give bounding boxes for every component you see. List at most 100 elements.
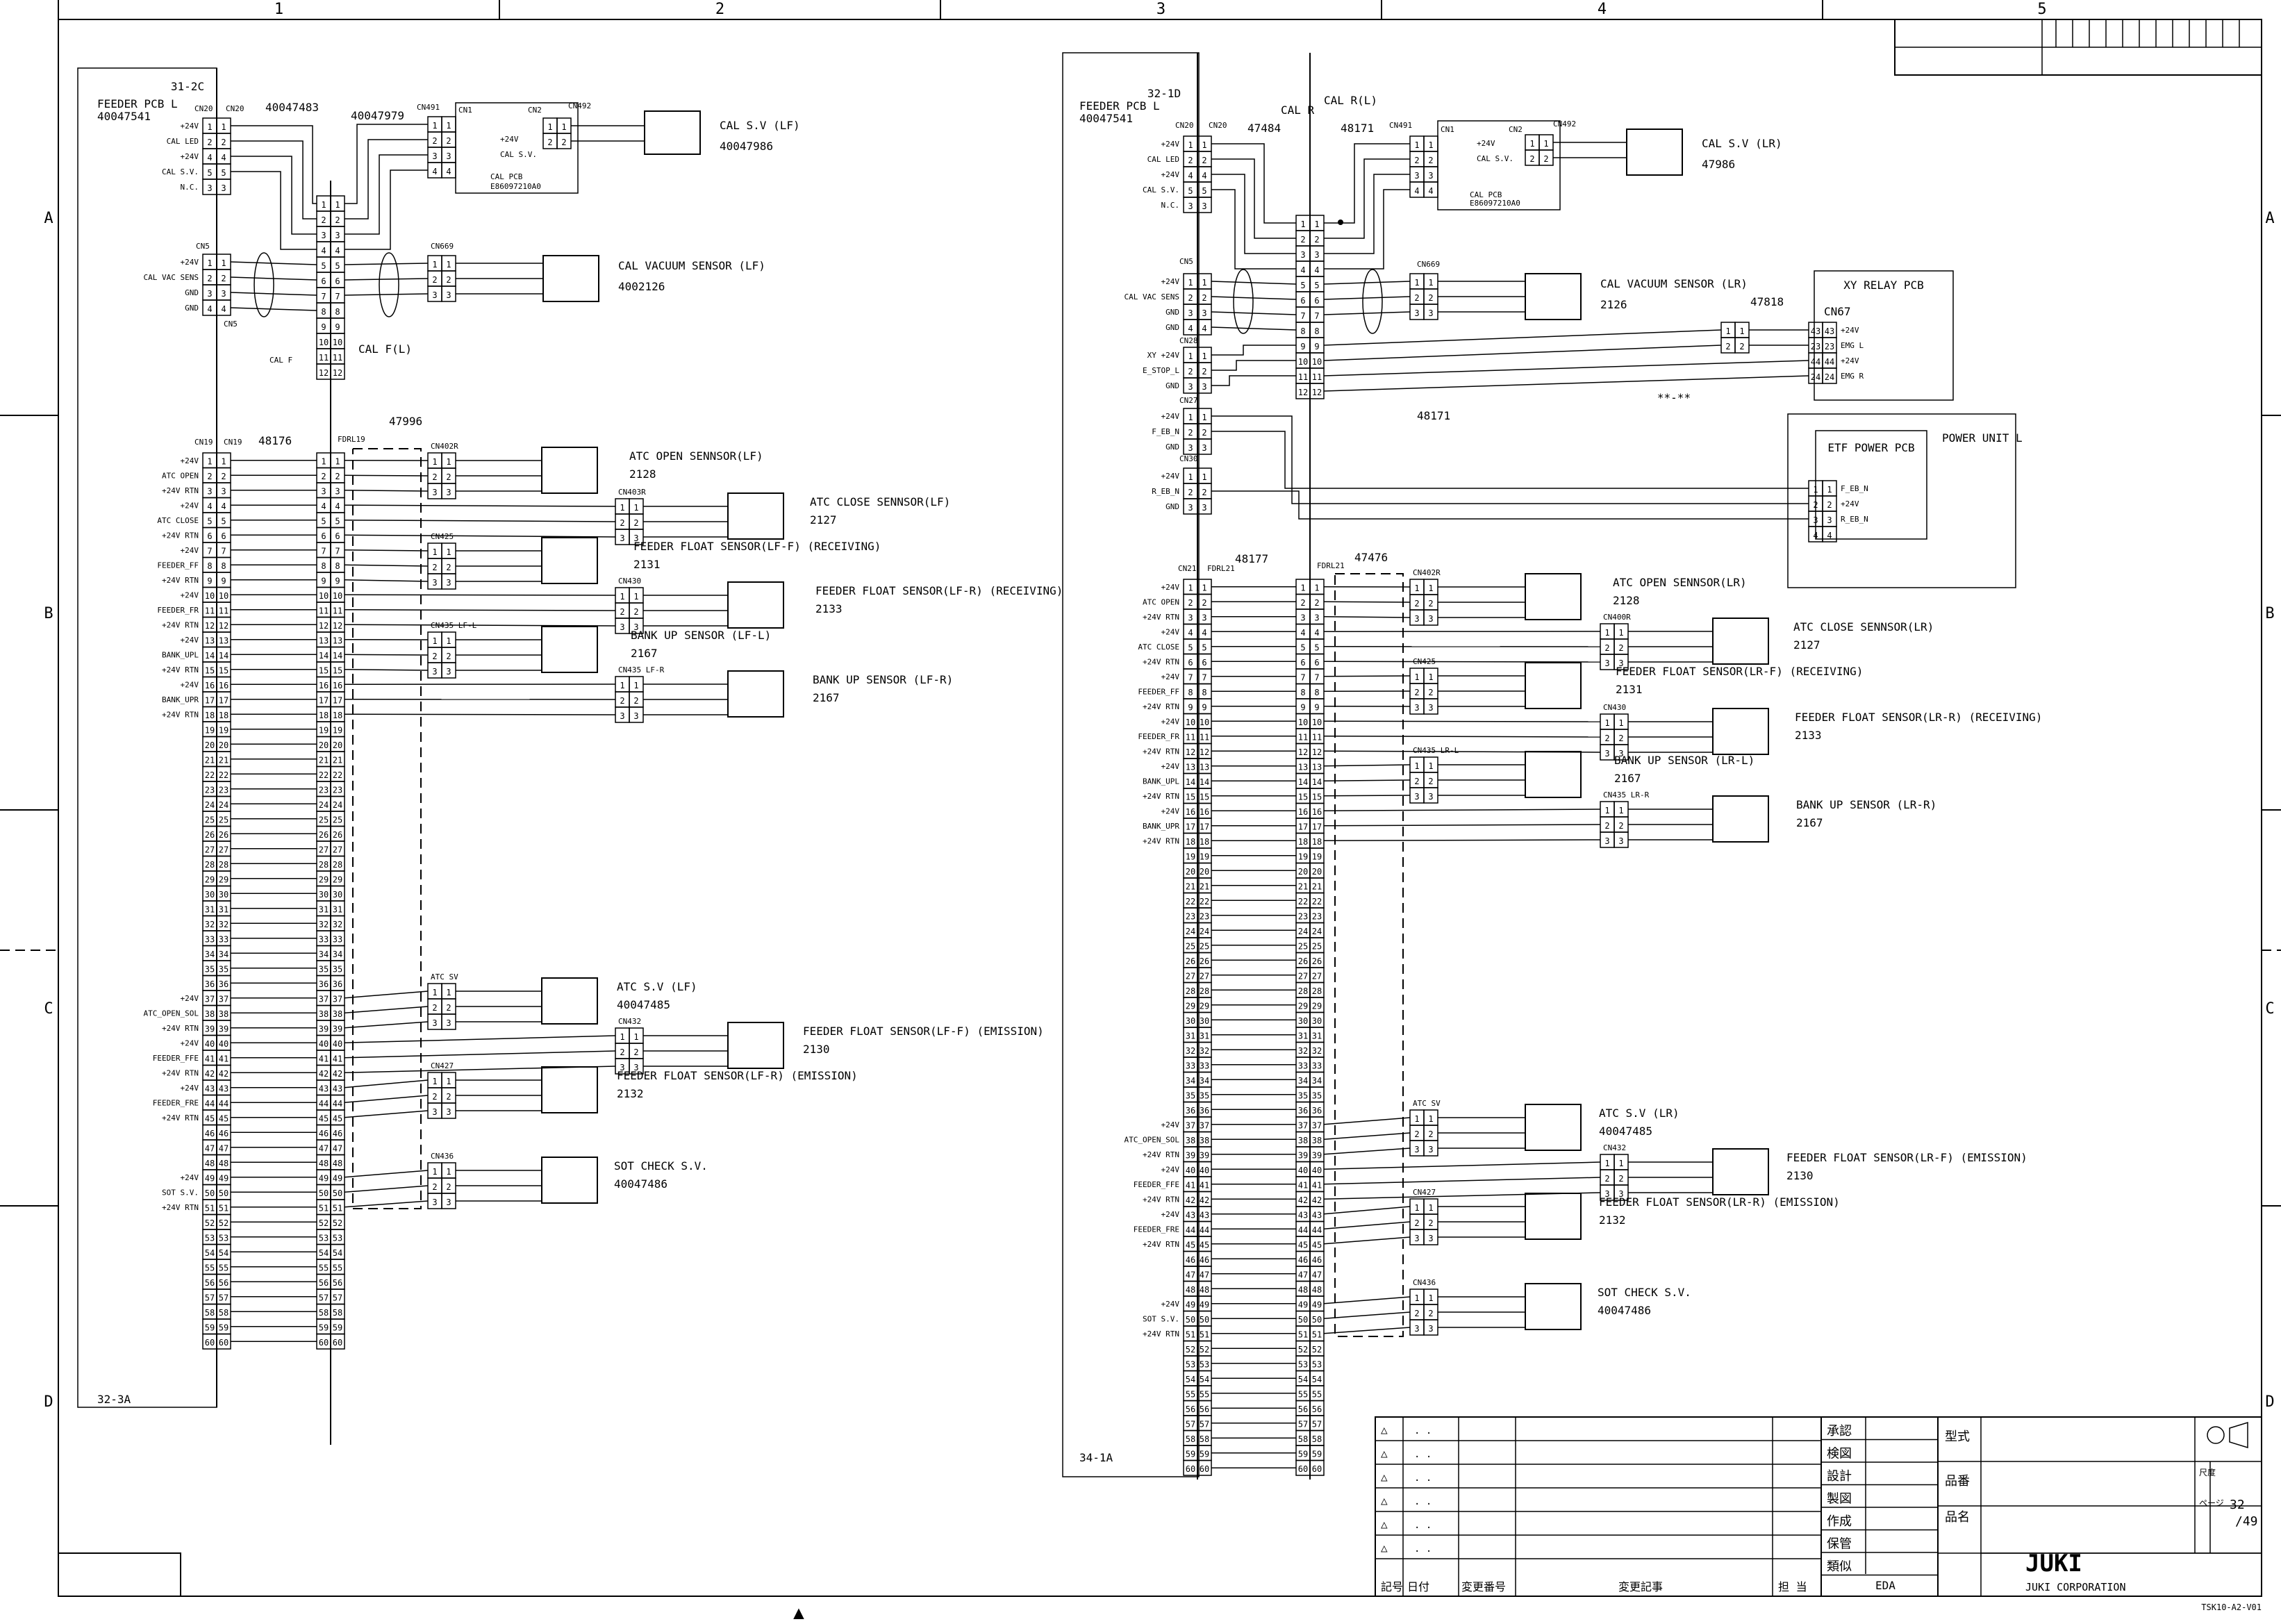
left-cn19-pin-number: 7	[207, 547, 212, 556]
right-cn21-signal: FEEDER_FF	[1138, 687, 1179, 696]
left-cn19-pin-number: 46	[205, 1129, 215, 1138]
left-wire	[231, 308, 317, 310]
right-fdrl21-pin-number: 20	[1298, 867, 1308, 877]
rev-triangle: △	[1381, 1494, 1388, 1507]
right-fdrl21-pin-number: 49	[1312, 1300, 1322, 1310]
right-cn491-pin-number: 4	[1414, 186, 1419, 196]
left-cn19-pin-number: 55	[219, 1263, 229, 1273]
left-cn19-pin-number: 56	[219, 1278, 229, 1288]
right-cn21-pin-number: 51	[1186, 1330, 1195, 1340]
left-sensor-device	[542, 978, 597, 1024]
left-sensor-connector-pin-number: 1	[633, 592, 638, 602]
left-cn20-signal: +24V	[181, 152, 199, 161]
right-fdrl21-pin-number: 29	[1312, 1002, 1322, 1011]
left-fdrl19-pin-number: 19	[319, 726, 329, 736]
right-fdrl21-pin-number: 18	[1298, 837, 1308, 847]
right-fdrl21-pin-number: 44	[1312, 1225, 1322, 1235]
left-cn19-pin-number: 34	[205, 950, 215, 959]
left-sensor-connector-pin-number: 1	[633, 503, 638, 513]
left-sensor-connector-pin-number: 2	[432, 1182, 437, 1192]
right-sensor-name: FEEDER FLOAT SENSOR(LR-R) (EMISSION)	[1599, 1195, 1840, 1209]
left-cal-f-conn-pin-number: 1	[335, 200, 340, 210]
right-wire	[1324, 1222, 1410, 1229]
left-fdrl19-pin-number: 17	[319, 696, 329, 706]
left-fdrl19-pin-number: 5	[321, 517, 326, 527]
left-cn19-pin-number: 50	[219, 1188, 229, 1198]
right-cn21-signal: ATC OPEN	[1143, 597, 1179, 606]
right-wire	[1324, 312, 1410, 315]
left-cn19-signal: +24V	[181, 590, 199, 599]
left-cn5-signal: +24V	[181, 258, 199, 267]
left-cn19-pin-number: 38	[219, 1009, 229, 1019]
left-cn19-pin-number: 27	[219, 845, 229, 855]
left-cal-sv-name: CAL S.V (LF)	[720, 119, 800, 132]
right-sensor-connector-pin-number: 3	[1414, 1145, 1419, 1154]
left-fdrl19-pin-number: 36	[319, 979, 329, 989]
rev-date-dots: . .	[1414, 1473, 1432, 1484]
right-sensor-connector-pin-number: 3	[1428, 1234, 1433, 1243]
right-cn21-pin-number: 12	[1186, 747, 1195, 757]
left-cn19-pin-number: 52	[205, 1218, 215, 1228]
rev-triangle: △	[1381, 1423, 1388, 1436]
left-fdrl19-pin-number: 24	[319, 800, 329, 810]
right-sensor-connector-pin-number: 1	[1618, 628, 1623, 638]
right-sensor-part: 40047486	[1598, 1304, 1651, 1317]
right-fdrl21-pin-number: 48	[1312, 1285, 1322, 1295]
right-cal-r-conn-pin-number: 6	[1300, 296, 1305, 306]
right-sensor-connector-pin-number: 3	[1428, 703, 1433, 713]
right-fdrl21-pin-number: 55	[1312, 1390, 1322, 1400]
right-sensor-connector-pin-number: 1	[1604, 806, 1609, 815]
right-sensor-connector-pin-number: 2	[1618, 734, 1623, 743]
left-cn19-pin-number: 48	[205, 1159, 215, 1168]
left-cal-f-conn-pin-number: 8	[335, 307, 340, 317]
right-cn21-pin-number: 23	[1186, 912, 1195, 922]
left-wire	[345, 624, 615, 626]
right-cn21-pin-number: 27	[1200, 972, 1209, 981]
left-wire	[345, 1006, 428, 1013]
left-sensor-connector-pin-number: 1	[620, 592, 624, 602]
page-total: /49	[2235, 1514, 2258, 1529]
zone-row-letter-right: A	[2265, 210, 2274, 227]
right-cn21-pin-number: 59	[1200, 1450, 1209, 1459]
right-cn21-signal: +24V RTN	[1143, 792, 1179, 801]
left-cn19-pin-number: 56	[205, 1278, 215, 1288]
left-bottom-ref: 32-3A	[97, 1393, 131, 1406]
left-fdrl19-pin-number: 59	[319, 1323, 329, 1333]
right-cn21-pin-number: 47	[1200, 1270, 1209, 1280]
left-fdrl19-pin-number: 25	[319, 815, 329, 825]
left-cn5-pin-number: 2	[221, 274, 226, 283]
right-cn21-pin-number: 47	[1186, 1270, 1195, 1280]
right-cn67-pin-number: 24	[1825, 372, 1834, 382]
right-cn21-pin-number: 49	[1200, 1300, 1209, 1310]
right-cn5-pin-number: 3	[1188, 308, 1193, 318]
right-fdrl21-pin-number: 11	[1298, 733, 1308, 743]
left-fdrl19-pin-number: 35	[319, 965, 329, 975]
right-wire	[1324, 190, 1410, 269]
left-fdrl19-pin-number: 47	[333, 1144, 342, 1154]
right-cn21-pin-number: 34	[1186, 1076, 1195, 1086]
right-pcb-ref: 32-1D	[1147, 87, 1181, 100]
zone-column-number: 1	[274, 1, 283, 18]
right-etf-conn-pin-number: 1	[1813, 485, 1818, 495]
right-wire	[1324, 376, 1809, 391]
right-fdrl21-pin-number: 22	[1312, 897, 1322, 906]
left-cn19-pin-number: 31	[205, 905, 215, 915]
left-sensor-device	[542, 1067, 597, 1113]
right-sensor-device	[1713, 709, 1768, 754]
left-cn19-pin-number: 20	[205, 740, 215, 750]
left-fdrl19-pin-number: 10	[319, 591, 329, 601]
left-fdrl19-pin-number: 35	[333, 965, 342, 975]
left-cal-f-label: CAL F	[269, 356, 292, 365]
right-wire	[1324, 736, 1600, 737]
right-fdrl21-pin-number: 13	[1312, 763, 1322, 772]
left-cn491-pin-number: 3	[446, 151, 451, 161]
right-cn21-signal: SOT S.V.	[1143, 1314, 1179, 1323]
right-fdrl21-pin-number: 54	[1298, 1375, 1308, 1384]
right-cn21-signal: +24V	[1161, 762, 1180, 771]
right-fdrl21-pin-number: 1	[1314, 583, 1319, 593]
right-fdrl21-pin-number: 59	[1298, 1450, 1308, 1459]
left-sensor-connector-pin-number: 3	[432, 1107, 437, 1117]
left-cn19-pin-number: 10	[219, 591, 229, 601]
right-cn20-pin-number: 3	[1202, 201, 1206, 211]
left-cn19-pin-number: 12	[219, 621, 229, 631]
